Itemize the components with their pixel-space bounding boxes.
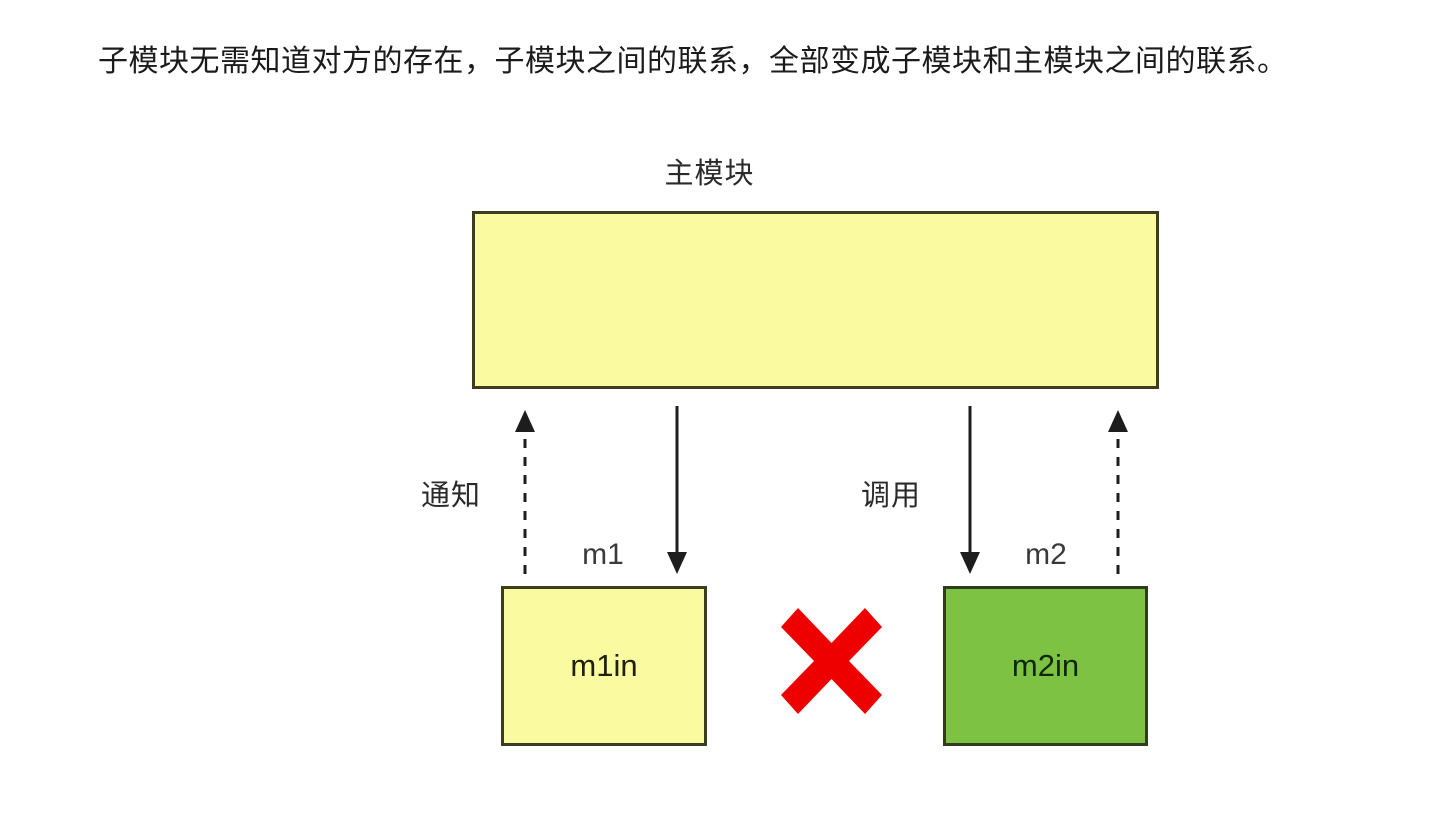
red-cross-icon	[781, 608, 882, 714]
m2in-box-label: m2in	[1011, 648, 1080, 683]
m2in-box: m2in	[943, 586, 1148, 746]
m2-arrow-label: m2	[1025, 538, 1067, 571]
notify-right-arrow	[1101, 408, 1135, 576]
m1in-box: m1in	[501, 586, 707, 746]
page-title: 子模块无需知道对方的存在，子模块之间的联系，全部变成子模块和主模块之间的联系。	[98, 45, 1288, 78]
call-label: 调用	[861, 480, 922, 512]
notify-label: 通知	[421, 480, 482, 512]
call-left-arrow	[660, 404, 694, 576]
m1in-box-label: m1in	[570, 648, 638, 683]
main-module-caption: 主模块	[664, 158, 755, 190]
main-module-box	[472, 211, 1159, 389]
call-right-arrow	[953, 404, 987, 576]
m1-arrow-label: m1	[582, 538, 624, 571]
notify-left-arrow	[508, 408, 542, 576]
